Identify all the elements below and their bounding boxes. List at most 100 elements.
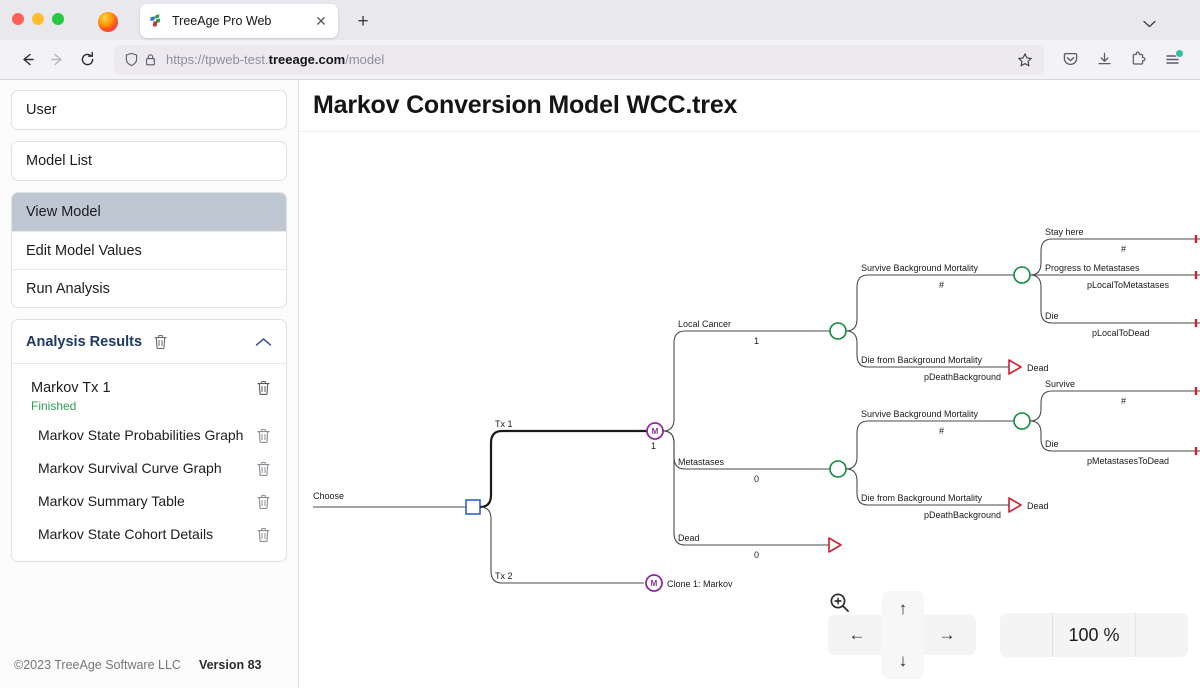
delete-result-trash-icon[interactable] — [255, 427, 272, 444]
sidebar-item-run-analysis[interactable]: Run Analysis — [12, 269, 286, 307]
terminal-dead-upper-label: Dead — [1027, 363, 1049, 373]
pan-down-button[interactable]: ↓ — [898, 651, 908, 670]
branch-survive-bg-upper-label: Survive Background Mortality — [861, 263, 979, 273]
sidebar-spacer — [11, 573, 287, 642]
branch-meta-survive-value: # — [1121, 396, 1126, 406]
chance-node-local-outcomes[interactable] — [1013, 266, 1031, 284]
branch-die-bg-upper[interactable] — [845, 330, 1009, 368]
branch-survive-bg-lower[interactable] — [845, 420, 1021, 470]
extensions-icon[interactable] — [1122, 45, 1154, 75]
result-item-label: Markov Summary Table — [38, 493, 185, 510]
result-item[interactable]: Markov State Cohort Details — [12, 518, 286, 551]
sidebar-item-model-list[interactable]: Model List — [11, 141, 287, 181]
lock-icon[interactable] — [141, 50, 160, 69]
result-item-label: Markov State Cohort Details — [38, 526, 214, 543]
pocket-icon[interactable] — [1054, 45, 1086, 75]
tab-bar: TreeAge Pro Web ✕ + — [0, 0, 1200, 40]
delete-result-trash-icon[interactable] — [255, 526, 272, 543]
main-content: Markov Conversion Model WCC.trex Choose … — [299, 80, 1200, 688]
delete-run-trash-icon[interactable] — [255, 379, 272, 396]
chance-node-metastases[interactable] — [829, 460, 847, 478]
close-window-button[interactable] — [12, 13, 24, 25]
terminal-node-dead-state[interactable] — [828, 537, 842, 553]
delete-all-results-trash-icon[interactable] — [152, 333, 169, 350]
branch-meta-die[interactable] — [1029, 420, 1200, 452]
zoom-in-icon[interactable] — [830, 593, 1188, 657]
window-traffic-lights — [12, 0, 64, 40]
url-text[interactable]: https://tpweb-test.treeage.com/model — [166, 52, 1014, 67]
minimize-window-button[interactable] — [32, 13, 44, 25]
delete-result-trash-icon[interactable] — [255, 460, 272, 477]
chance-node-local-cancer[interactable] — [829, 322, 847, 340]
forward-button[interactable] — [42, 45, 72, 75]
url-domain: treeage.com — [268, 52, 346, 67]
decision-tree-diagram[interactable]: Choose Tx 1 Tx 2 M 1 M — [299, 132, 1200, 687]
model-header: Markov Conversion Model WCC.trex — [299, 80, 1200, 132]
branch-stay-here[interactable] — [1029, 238, 1200, 276]
pan-vertical-group: ↑ ↓ — [882, 591, 924, 679]
delete-result-trash-icon[interactable] — [255, 493, 272, 510]
branch-meta-survive[interactable] — [1029, 390, 1200, 422]
reload-button[interactable] — [72, 45, 102, 75]
branch-tx1[interactable] — [479, 429, 652, 509]
sidebar-item-view-model-label: View Model — [26, 204, 101, 220]
tab-title: TreeAge Pro Web — [172, 14, 272, 28]
branch-local-die[interactable] — [1029, 274, 1200, 324]
sidebar-item-run-analysis-label: Run Analysis — [26, 280, 110, 297]
sidebar-item-user[interactable]: User — [11, 90, 287, 130]
result-item[interactable]: Markov Summary Table — [12, 485, 286, 518]
terminal-node-dead-lower[interactable] — [1008, 497, 1022, 513]
terminal-dead-lower-label: Dead — [1027, 501, 1049, 511]
treeage-logo-icon — [150, 14, 161, 27]
branch-survive-bg-upper[interactable] — [845, 274, 1021, 332]
pan-left-button[interactable]: ← — [848, 625, 866, 644]
sidebar: User Model List View Model Edit Model Va… — [0, 80, 299, 688]
collapse-results-chevron-up-icon[interactable] — [255, 337, 272, 347]
maximize-window-button[interactable] — [52, 13, 64, 25]
list-all-tabs-chevron-down-icon[interactable] — [1143, 17, 1156, 31]
analysis-results-header[interactable]: Analysis Results — [12, 320, 286, 364]
branch-die-bg-lower[interactable] — [845, 468, 1009, 506]
pan-up-button[interactable]: ↑ — [898, 599, 908, 618]
tree-canvas[interactable]: Choose Tx 1 Tx 2 M 1 M — [299, 132, 1200, 688]
new-tab-button[interactable]: + — [357, 10, 369, 32]
browser-tab[interactable]: TreeAge Pro Web ✕ — [140, 4, 338, 38]
chance-node-metastases-outcomes[interactable] — [1013, 412, 1031, 430]
markov-node-value: 1 — [651, 441, 656, 451]
sidebar-item-view-model[interactable]: View Model — [12, 193, 286, 231]
branch-die-bg-upper-value: pDeathBackground — [924, 372, 1001, 382]
zoom-out-icon[interactable] — [830, 593, 1052, 657]
branch-tx2[interactable] — [479, 506, 644, 584]
branch-survive-bg-lower-value: # — [939, 426, 944, 436]
result-item-label: Markov Survival Curve Graph — [38, 460, 222, 477]
branch-metastases-value: 0 — [754, 474, 759, 484]
decision-node[interactable] — [465, 499, 481, 515]
back-button[interactable] — [12, 45, 42, 75]
close-tab-button[interactable]: ✕ — [315, 13, 327, 29]
version-text: Version 83 — [198, 658, 262, 672]
branch-survive-bg-upper-value: # — [939, 280, 944, 290]
result-item[interactable]: Markov Survival Curve Graph — [12, 452, 286, 485]
result-run-item[interactable]: Markov Tx 1 Finished — [12, 368, 286, 419]
tree-root-label: Choose — [313, 491, 344, 501]
result-item[interactable]: Markov State Probabilities Graph — [12, 419, 286, 452]
download-icon[interactable] — [1088, 45, 1120, 75]
terminal-node-dead-upper[interactable] — [1008, 359, 1022, 375]
branch-local-cancer-value: 1 — [754, 336, 759, 346]
shield-icon[interactable] — [122, 50, 141, 69]
markov-clone-glyph: M — [651, 579, 658, 588]
url-prefix: https://tpweb-test. — [166, 52, 269, 67]
pan-right-button[interactable]: → — [938, 625, 956, 644]
zoom-level-value[interactable]: 100 % — [1052, 613, 1136, 657]
status-badge: Finished — [31, 399, 77, 414]
markov-clone-node[interactable] — [645, 574, 663, 592]
star-icon[interactable] — [1014, 49, 1036, 71]
sidebar-item-model-list-label: Model List — [26, 153, 93, 169]
branch-local-cancer[interactable] — [662, 330, 830, 432]
address-bar[interactable]: https://tpweb-test.treeage.com/model — [114, 44, 1044, 75]
sidebar-item-edit-model-values[interactable]: Edit Model Values — [12, 231, 286, 269]
hamburger-menu-icon[interactable] — [1156, 45, 1188, 75]
sidebar-footer: ©2023 TreeAge Software LLC Version 83 — [11, 642, 287, 688]
navigation-toolbar: https://tpweb-test.treeage.com/model — [0, 40, 1200, 80]
branch-dead-state[interactable] — [662, 430, 829, 546]
